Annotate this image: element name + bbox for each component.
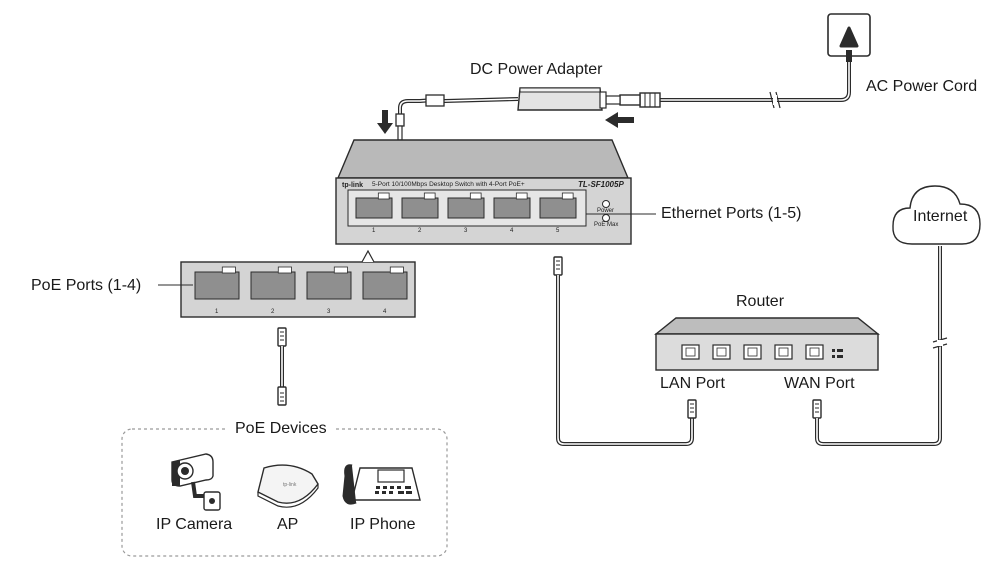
router-label: Router — [736, 293, 785, 310]
poe-devices-label: PoE Devices — [235, 420, 327, 437]
switch-port — [355, 197, 393, 219]
router-port — [805, 344, 824, 360]
router-port — [712, 344, 731, 360]
switch-port — [493, 197, 531, 219]
switch-port-number: 5 — [556, 228, 560, 234]
poe-ports-panel — [180, 249, 416, 318]
ac-plug-icon — [605, 92, 661, 108]
ethernet-ports-label: Ethernet Ports (1-5) — [661, 205, 802, 222]
router-port — [774, 344, 793, 360]
ip-camera-icon — [171, 453, 221, 511]
poe-ports-label: PoE Ports (1-4) — [31, 277, 142, 294]
switch-led-poe-max: PoE Max — [594, 222, 619, 228]
poe-port — [306, 271, 352, 300]
switch-brand: tp-link — [342, 182, 363, 189]
router-device — [654, 317, 880, 371]
poe-port-number: 4 — [383, 309, 387, 315]
switch-model: TL-SF1005P — [578, 180, 624, 189]
ap-label: AP — [277, 516, 299, 533]
switch-port-number: 3 — [464, 228, 468, 234]
lan-port-label: LAN Port — [660, 375, 725, 392]
access-point-icon: tp-link — [257, 464, 319, 508]
poe-port-number: 2 — [271, 309, 275, 315]
poe-cable — [277, 327, 287, 406]
ac-power-cord-label: AC Power Cord — [866, 78, 978, 95]
cord-break-marks — [769, 91, 781, 109]
poe-port-number: 1 — [215, 309, 219, 315]
lan-cable — [553, 256, 697, 446]
switch-device — [335, 139, 632, 245]
ip-phone-icon — [342, 464, 421, 505]
poe-port — [362, 271, 408, 300]
ac-power-cord-line — [660, 62, 851, 102]
switch-port — [401, 197, 439, 219]
dc-power-adapter-label: DC Power Adapter — [470, 61, 603, 78]
ip-camera-label: IP Camera — [156, 516, 233, 533]
dc-plug-icon — [395, 94, 445, 141]
ip-phone-label: IP Phone — [350, 516, 416, 533]
ac-outlet-icon — [827, 13, 871, 62]
wan-cable — [812, 246, 948, 446]
internet-cloud-icon — [892, 185, 981, 245]
svg-text:tp-link: tp-link — [283, 482, 297, 488]
poe-port-number: 3 — [327, 309, 331, 315]
switch-port — [539, 197, 577, 219]
router-port — [681, 344, 700, 360]
poe-port — [194, 271, 240, 300]
switch-description: 5-Port 10/100Mbps Desktop Switch with 4-… — [372, 181, 525, 188]
wan-port-label: WAN Port — [784, 375, 855, 392]
insert-arrow-left-icon — [605, 112, 634, 128]
switch-port-number: 4 — [510, 228, 514, 234]
poe-port — [250, 271, 296, 300]
insert-arrow-down-icon — [377, 110, 393, 134]
switch-port-number: 1 — [372, 228, 376, 234]
router-port — [743, 344, 762, 360]
switch-port — [447, 197, 485, 219]
dc-power-adapter-icon — [517, 87, 607, 111]
switch-port-number: 2 — [418, 228, 422, 234]
internet-label: Internet — [913, 208, 968, 225]
switch-led-power: Power — [597, 208, 615, 214]
